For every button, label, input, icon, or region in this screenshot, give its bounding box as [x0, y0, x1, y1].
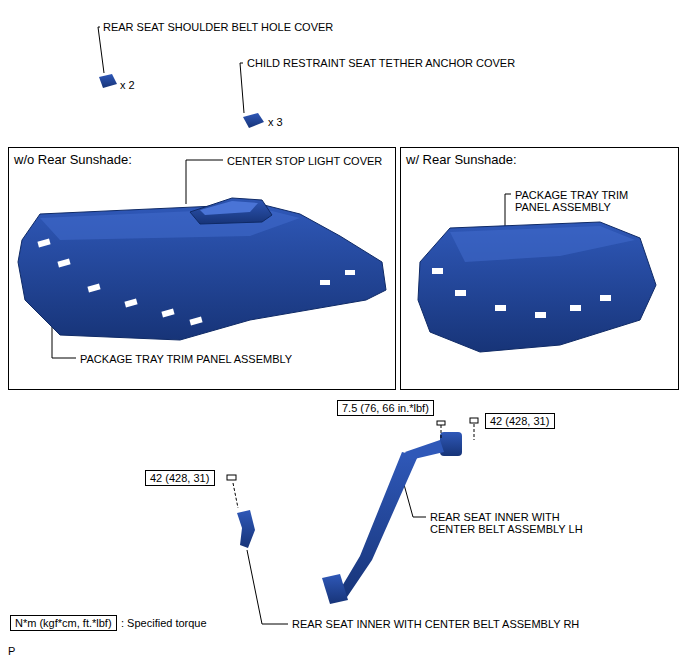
bolts — [227, 418, 478, 508]
variant-panel: w/o Rear Sunshade: CENTER STOP LIGHT COVE… — [8, 147, 396, 390]
torque-value: 42 (428, 31) — [150, 472, 210, 484]
torque-box: 42 (428, 31) — [485, 413, 555, 429]
part-name: REAR SEAT INNER WITH CENTER BELT ASSEMBL… — [292, 618, 579, 630]
variant-panel: w/ Rear Sunshade: PACKAGE TRAY TRIM PANEL… — [400, 147, 679, 390]
quantity: x 2 — [120, 79, 135, 91]
torque-value: 7.5 (76, 66 in.*lbf) — [342, 402, 429, 414]
part-name: REAR SEAT INNER WITH CENTER BELT ASSEMBL… — [430, 511, 605, 535]
legend-text: : Specified torque — [121, 617, 207, 629]
seat-belt-assemblies — [237, 432, 462, 604]
part-name: PACKAGE TRAY TRIM PANEL ASSEMBLY — [80, 353, 292, 365]
package-tray-with-sunshade — [418, 222, 656, 352]
panel-heading: w/ Rear Sunshade: — [406, 152, 517, 167]
figure-code: P — [8, 645, 15, 657]
quantity: x 3 — [268, 116, 283, 128]
package-tray-without-sunshade — [18, 198, 386, 340]
part-name: CHILD RESTRAINT SEAT TETHER ANCHOR COVER — [247, 57, 515, 69]
part-name: PACKAGE TRAY TRIM PANEL ASSEMBLY — [515, 189, 650, 213]
torque-box: 7.5 (76, 66 in.*lbf) — [337, 400, 434, 416]
legend-torque-box: N*m (kgf*cm, ft.*lbf) — [10, 615, 117, 631]
part-name: REAR SEAT SHOULDER BELT HOLE COVER — [103, 21, 333, 33]
torque-box: 42 (428, 31) — [145, 470, 215, 486]
torque-value: 42 (428, 31) — [490, 415, 550, 427]
part-icons — [99, 74, 264, 128]
torque-value: N*m (kgf*cm, ft.*lbf) — [15, 617, 112, 629]
panel-heading: w/o Rear Sunshade: — [14, 152, 132, 167]
part-name: CENTER STOP LIGHT COVER — [227, 155, 382, 167]
